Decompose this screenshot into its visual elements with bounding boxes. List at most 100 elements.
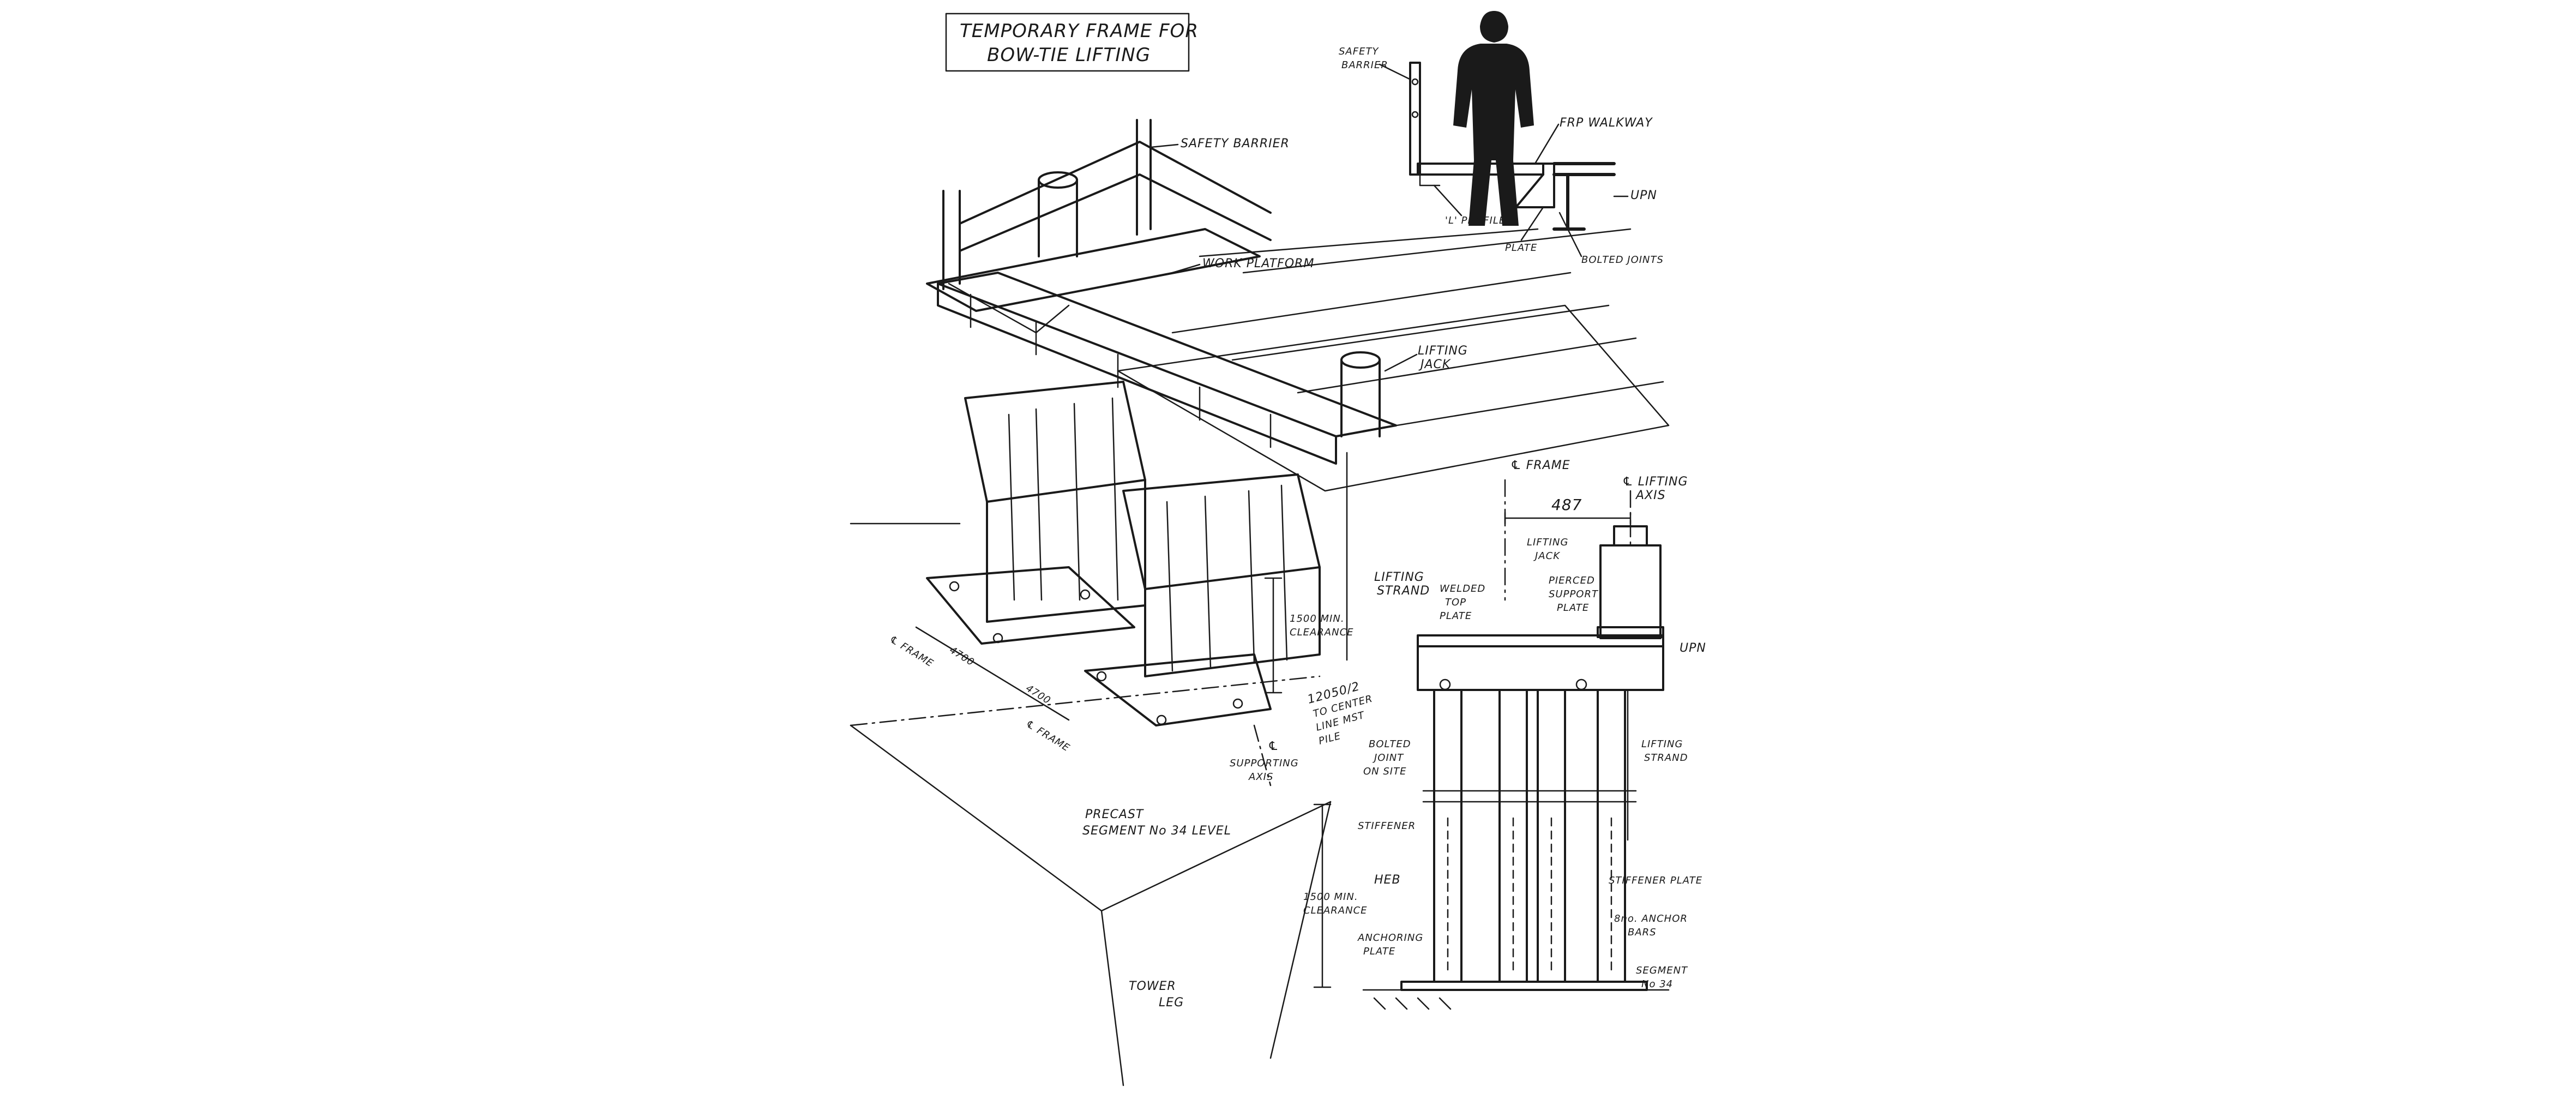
label-segment-2: No 34 — [1641, 978, 1673, 990]
dimension-487 — [1504, 512, 1632, 525]
label-pierced-3: PLATE — [1557, 602, 1589, 614]
supporting-axis-line — [1253, 724, 1272, 786]
left-column-flanges — [1008, 397, 1119, 601]
label-dim-487: 487 — [1551, 496, 1582, 514]
label-upn-detail: UPN — [1630, 189, 1657, 202]
right-column-body — [1144, 566, 1321, 677]
deck-outline — [1117, 304, 1670, 492]
label-dim-2: 4700 — [1024, 682, 1052, 706]
right-anchor-bolt-2 — [1156, 714, 1167, 725]
cross-beam-top — [937, 272, 1397, 437]
right-column-flanges — [1166, 484, 1288, 672]
pierced-support-plate — [1597, 626, 1664, 638]
person-silhouette — [1453, 11, 1534, 226]
upn-profile — [1552, 162, 1616, 231]
deck-edges — [1199, 228, 1632, 274]
label-lifting-strand-iso-1: LIFTING — [1374, 570, 1424, 584]
barrier-post-right — [1136, 119, 1152, 236]
right-anchor-bolt-1 — [1096, 671, 1107, 682]
label-section-jack-1: LIFTING — [1527, 537, 1568, 548]
label-supporting-axis-1: ℄ — [1268, 740, 1279, 753]
label-tower-leg-1: TOWER — [1129, 980, 1176, 993]
label-lifting-axis-1: ℄ LIFTING — [1622, 475, 1688, 489]
left-anchor-bolt-3 — [1080, 589, 1091, 600]
segment-hatch — [1373, 997, 1452, 1010]
label-heb: HEB — [1374, 873, 1401, 887]
deck-ribs — [1171, 272, 1664, 432]
label-frame-2: ℄ FRAME — [1024, 718, 1072, 754]
label-pierced-1: PIERCED — [1549, 575, 1595, 586]
leader-lifting-jack-iso — [1384, 353, 1418, 372]
label-clearance-iso-2: CLEARANCE — [1290, 627, 1354, 638]
label-section-strand-2: STRAND — [1644, 752, 1688, 764]
title-block: TEMPORARY FRAME FOR BOW-TIE LIFTING — [945, 13, 1199, 72]
barrier-bolt-1 — [1411, 78, 1419, 86]
label-plate: PLATE — [1505, 242, 1537, 254]
barrier-post — [1409, 62, 1421, 176]
anchoring-plate — [1400, 981, 1648, 991]
label-anchor-bars-1: 8no. ANCHOR — [1614, 913, 1688, 924]
rear-jack-top — [1038, 171, 1078, 189]
label-anchor-bars-2: BARS — [1628, 927, 1657, 938]
work-platform-deck — [926, 228, 1261, 312]
label-precast-2: SEGMENT No 34 LEVEL — [1082, 824, 1231, 838]
label-clearance-iso-1: 1500 MIN. — [1290, 613, 1345, 624]
label-segment-1: SEGMENT — [1636, 965, 1688, 976]
label-anchoring-plate-1: ANCHORING — [1357, 932, 1423, 944]
section-view: ℄ FRAME ℄ LIFTING AXIS 487 LIFTING JACK … — [1303, 459, 1706, 1010]
label-bolted-joint-1: BOLTED — [1369, 738, 1411, 750]
label-section-clearance-1: 1500 MIN. — [1303, 891, 1358, 903]
label-supporting-axis-3: AXIS — [1248, 771, 1273, 783]
segment-front-edge — [1269, 801, 1332, 1059]
label-welded-1: WELDED — [1440, 583, 1485, 594]
label-lifting-strand-iso-2: STRAND — [1377, 584, 1430, 598]
label-pierced-2: SUPPORT — [1549, 588, 1599, 600]
cross-beam-stiffeners — [970, 293, 1272, 448]
label-bolted-joint-3: ON SITE — [1363, 766, 1406, 777]
leader-l-profile — [1433, 184, 1462, 217]
label-stiffener-plate: STIFFENER PLATE — [1609, 875, 1702, 886]
right-anchor-bolt-3 — [1232, 698, 1243, 709]
front-jack-body — [1340, 359, 1381, 437]
barrier-post-left — [942, 190, 961, 290]
label-bolted-joints: BOLTED JOINTS — [1581, 254, 1664, 266]
label-welded-2: TOP — [1445, 597, 1466, 608]
cross-beam-face — [937, 283, 1337, 465]
right-column-top — [1122, 473, 1321, 590]
label-supporting-axis-2: SUPPORTING — [1230, 758, 1299, 769]
leader-frp-walkway — [1534, 123, 1560, 165]
label-dim-1: 4700 — [947, 644, 976, 668]
left-column-body — [986, 479, 1146, 623]
leader-work-platform — [1171, 263, 1201, 274]
bolted-joint-plates — [1422, 790, 1637, 803]
left-base-plate — [926, 566, 1135, 645]
section-bolt-2 — [1575, 678, 1587, 690]
label-work-platform: WORK PLATFORM — [1202, 257, 1314, 271]
label-safety-barrier-1: SAFETY — [1339, 46, 1379, 57]
section-clearance-dimension — [1313, 803, 1332, 988]
barrier-rails — [959, 141, 1272, 252]
label-frame-section: ℄ FRAME — [1510, 459, 1570, 472]
platform-bracket — [948, 283, 1070, 334]
walkway-detail: SAFETY BARRIER FRP WALKWAY UPN 'L' PROFI… — [1339, 11, 1664, 266]
anchor-bars — [1447, 817, 1612, 972]
title-box — [945, 13, 1190, 72]
title-line-1: TEMPORARY FRAME FOR — [960, 20, 1199, 42]
support-plate — [1515, 163, 1555, 208]
label-frp-walkway: FRP WALKWAY — [1560, 116, 1653, 130]
label-stiffener: STIFFENER — [1358, 820, 1416, 832]
left-column-top — [964, 381, 1146, 503]
label-section-strand-1: LIFTING — [1641, 738, 1683, 750]
label-section-clearance-2: CLEARANCE — [1303, 905, 1368, 916]
label-section-upn: UPN — [1680, 641, 1706, 655]
label-welded-3: PLATE — [1440, 610, 1472, 622]
left-anchor-bolt-1 — [949, 581, 960, 592]
clearance-dimension — [1264, 577, 1283, 694]
l-profile — [1419, 173, 1441, 187]
heb-columns — [1433, 689, 1626, 983]
label-frame-1: ℄ FRAME — [887, 633, 935, 669]
label-l-profile: 'L' PROFILE — [1445, 215, 1506, 226]
tower-leg-edge — [1100, 910, 1124, 1086]
